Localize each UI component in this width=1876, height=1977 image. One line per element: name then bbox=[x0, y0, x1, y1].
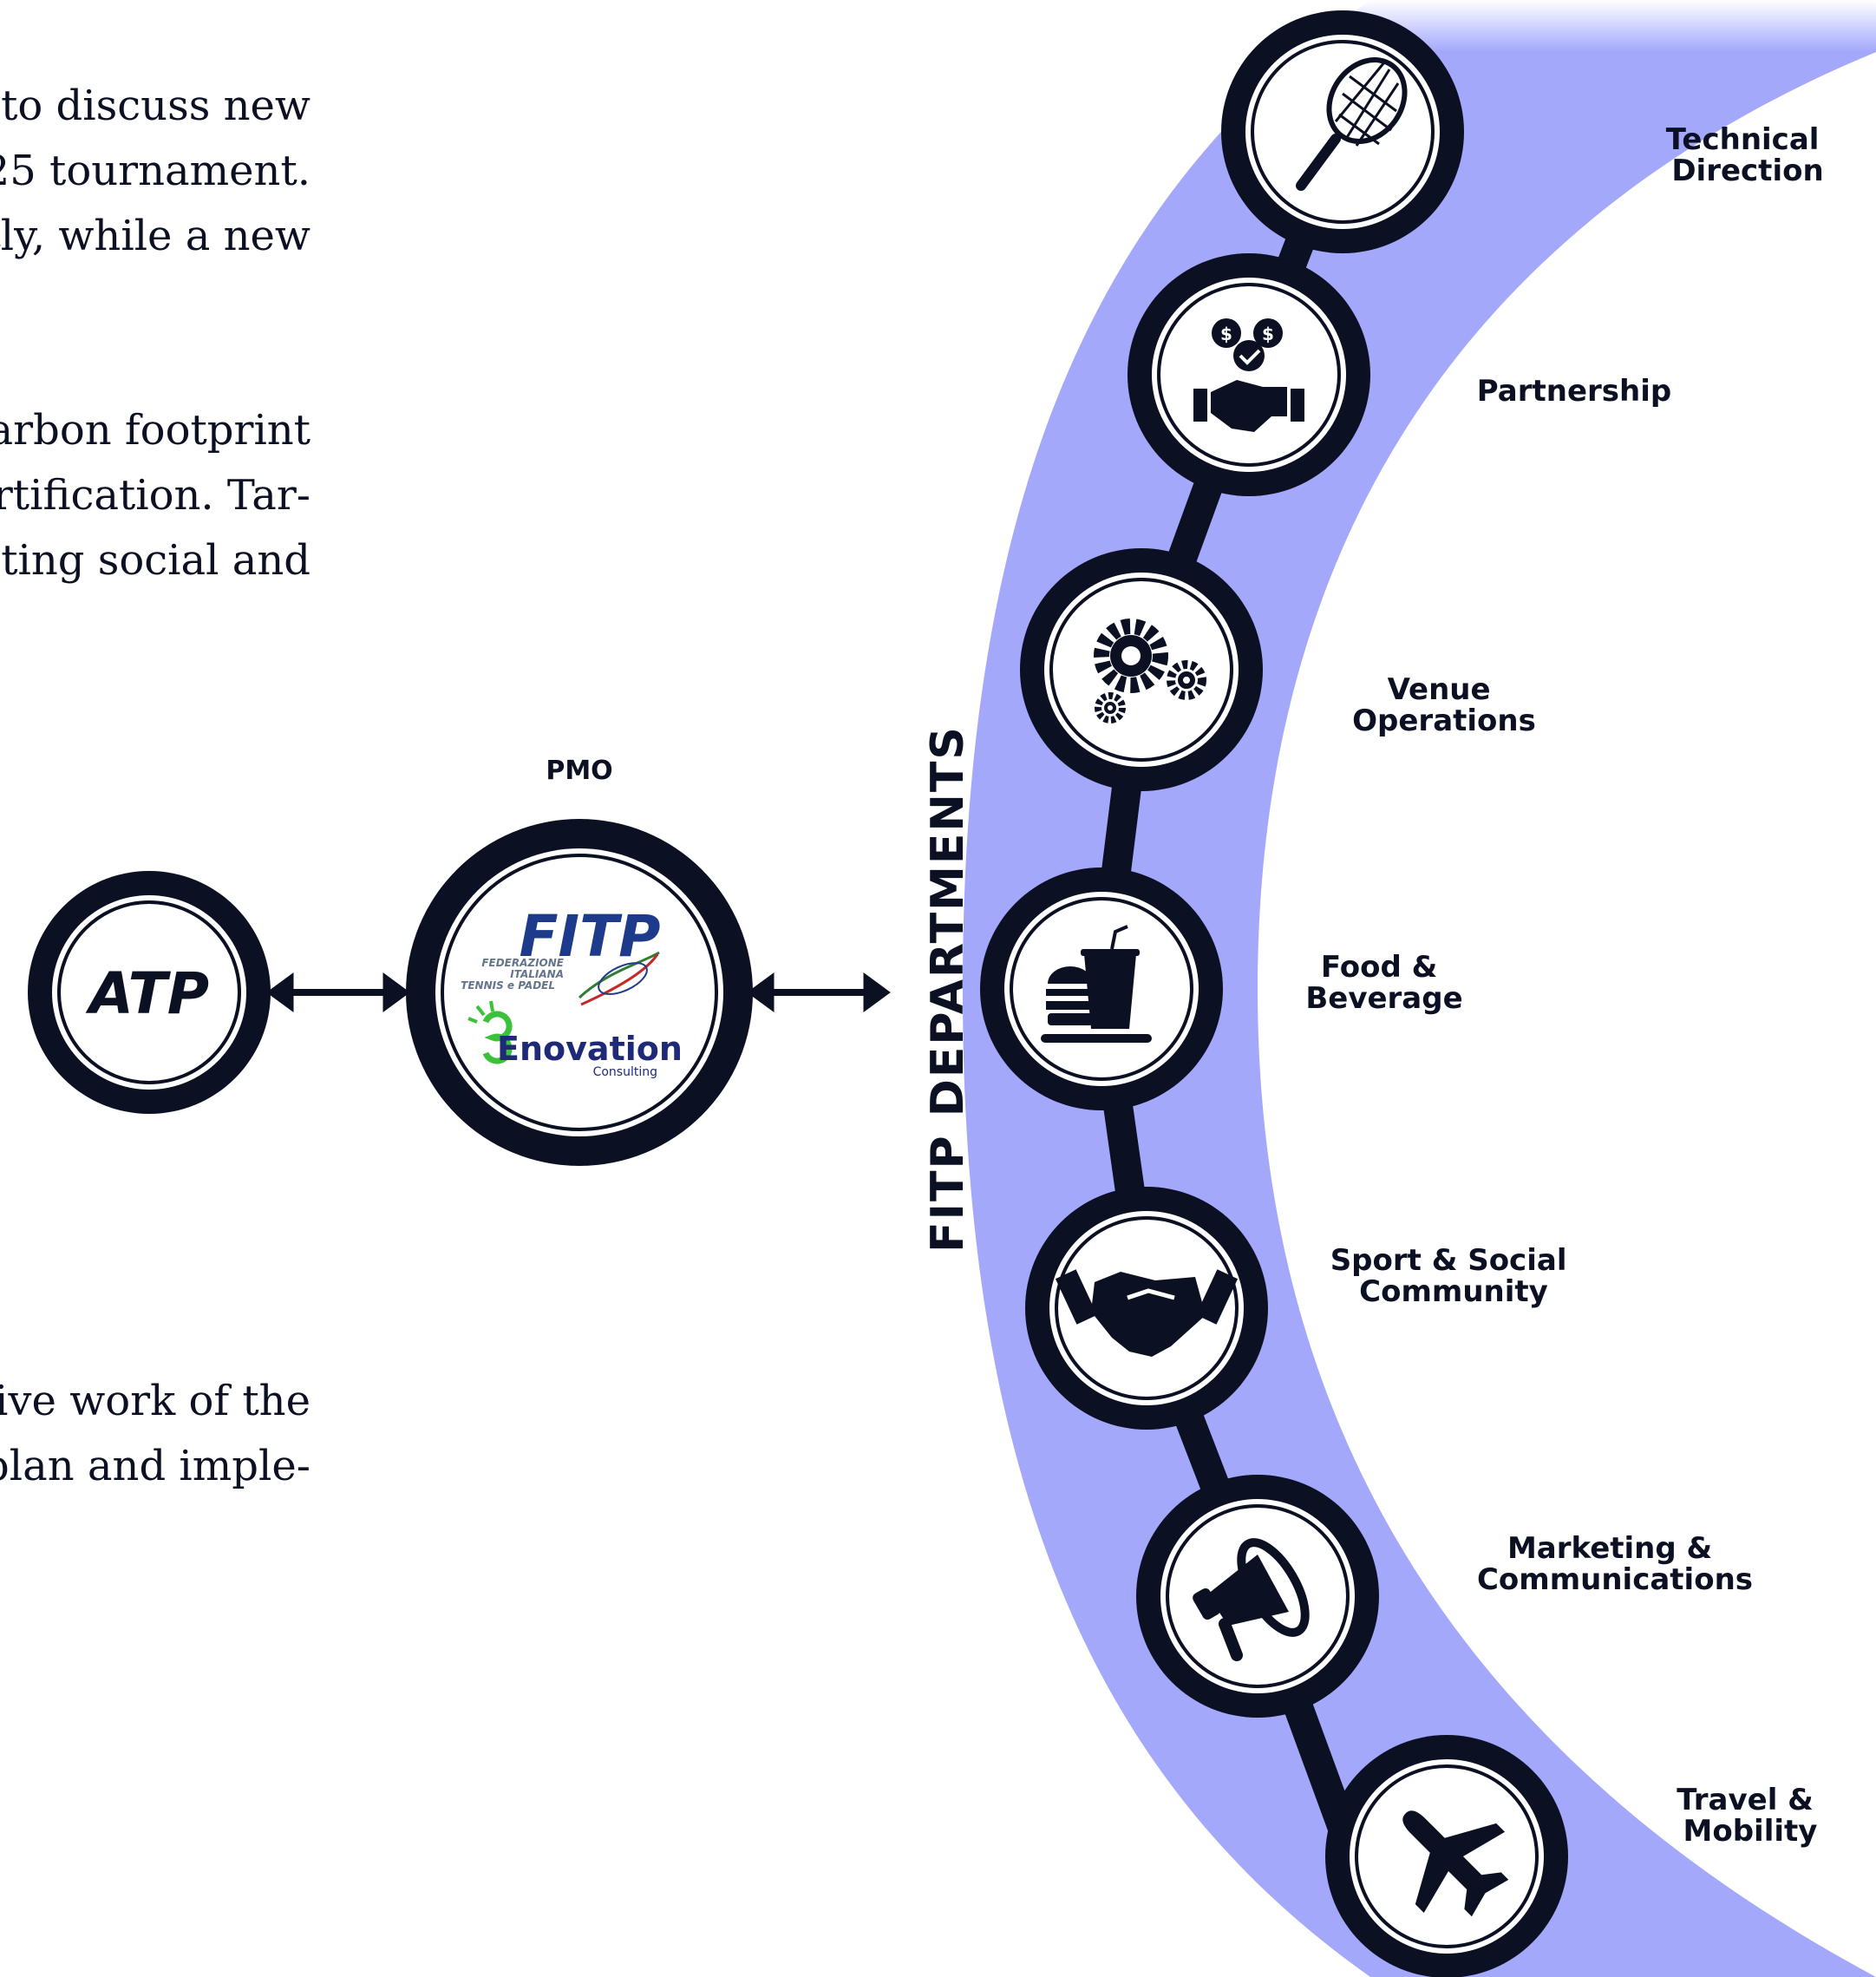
department-label-line: Partnership bbox=[1477, 374, 1671, 409]
body-text: to discuss new 025 tournament. ntly, whi… bbox=[0, 82, 310, 1490]
department-label-marketing-communications: Marketing & Communications bbox=[1477, 1531, 1753, 1597]
fitp-subtitle-2: ITALIANA bbox=[510, 968, 564, 980]
atp-logo: ATP bbox=[85, 960, 209, 1027]
pmo-node: FITP FEDERAZIONE ITALIANA TENNIS e PADEL… bbox=[406, 819, 753, 1166]
paragraph-1-line-2: 025 tournament. bbox=[0, 147, 310, 195]
money-handshake-icon: $ $ bbox=[1193, 318, 1304, 432]
department-nodes: Technical Direction $ $ Partnership bbox=[980, 10, 1830, 1977]
department-label-line: Beverage bbox=[1305, 981, 1462, 1016]
department-node-technical-direction: Technical Direction bbox=[1221, 10, 1830, 253]
svg-text:$: $ bbox=[1220, 324, 1232, 344]
gears-icon bbox=[1094, 619, 1206, 723]
department-label-line: Community bbox=[1359, 1274, 1548, 1309]
paragraph-3-line-1: tive work of the bbox=[0, 1377, 310, 1425]
arrow-pmo-departments bbox=[747, 972, 891, 1012]
fitp-logo: FITP FEDERAZIONE ITALIANA TENNIS e PADEL bbox=[461, 903, 661, 1006]
departments-title: FITP DEPARTMENTS bbox=[922, 725, 974, 1253]
arrow-atp-pmo bbox=[266, 972, 410, 1012]
department-label-line: Venue bbox=[1388, 672, 1491, 707]
department-label-line: Direction bbox=[1671, 154, 1823, 188]
department-node-food-beverage: Food & Beverage bbox=[980, 867, 1463, 1110]
department-label-line: Operations bbox=[1352, 704, 1536, 738]
paragraph-1-line-1: to discuss new bbox=[1, 82, 310, 130]
megaphone-icon bbox=[1193, 1538, 1310, 1661]
enovation-logo: Enovation Consulting bbox=[467, 1000, 683, 1079]
department-node-sport-social-community: Sport & Social Community bbox=[1025, 1187, 1578, 1430]
burger-drink-icon bbox=[1041, 925, 1152, 1043]
paragraph-1-line-3: ntly, while a new bbox=[0, 212, 310, 260]
department-label-line: Food & bbox=[1321, 950, 1437, 985]
department-label-line: Sport & Social bbox=[1330, 1243, 1567, 1278]
svg-text:$: $ bbox=[1262, 324, 1274, 344]
department-label-venue-operations: Venue Operations bbox=[1352, 672, 1536, 738]
department-label-travel-mobility: Travel & Mobility bbox=[1677, 1783, 1823, 1849]
fitp-subtitle-3: TENNIS e PADEL bbox=[461, 979, 555, 992]
paragraph-3-line-2: plan and imple- bbox=[0, 1442, 310, 1490]
pmo-label: PMO bbox=[546, 756, 612, 786]
department-label-food-beverage: Food & Beverage bbox=[1305, 950, 1462, 1016]
department-label-line: Technical bbox=[1666, 122, 1820, 157]
paragraph-2-line-2: ertification. Tar- bbox=[0, 471, 310, 520]
airplane-icon bbox=[1402, 1810, 1509, 1917]
department-node-marketing-communications: Marketing & Communications bbox=[1136, 1475, 1753, 1718]
handshake-icon bbox=[1055, 1269, 1239, 1357]
department-label-partnership: Partnership bbox=[1477, 374, 1671, 409]
department-label-line: Mobility bbox=[1683, 1814, 1818, 1849]
atp-node: ATP bbox=[28, 871, 271, 1114]
fitp-logo-text: FITP bbox=[519, 903, 660, 970]
department-label-line: Travel & bbox=[1677, 1783, 1814, 1817]
department-node-partnership: $ $ Partnership bbox=[1128, 253, 1671, 496]
department-label-line: Communications bbox=[1477, 1562, 1753, 1597]
department-label-sport-social-community: Sport & Social Community bbox=[1330, 1243, 1578, 1309]
department-label-line: Marketing & bbox=[1507, 1531, 1712, 1566]
tennis-racket-icon bbox=[1296, 57, 1408, 191]
paragraph-2-line-1: carbon footprint bbox=[0, 406, 310, 455]
department-node-travel-mobility: Travel & Mobility bbox=[1325, 1735, 1823, 1977]
enovation-logo-text: Enovation bbox=[497, 1030, 683, 1068]
paragraph-2-line-3: sting social and bbox=[0, 536, 310, 585]
enovation-subtitle: Consulting bbox=[593, 1065, 657, 1079]
department-node-venue-operations: Venue Operations bbox=[1020, 548, 1536, 791]
department-label-technical-direction: Technical Direction bbox=[1666, 122, 1830, 188]
fitp-subtitle-1: FEDERAZIONE bbox=[481, 957, 564, 969]
